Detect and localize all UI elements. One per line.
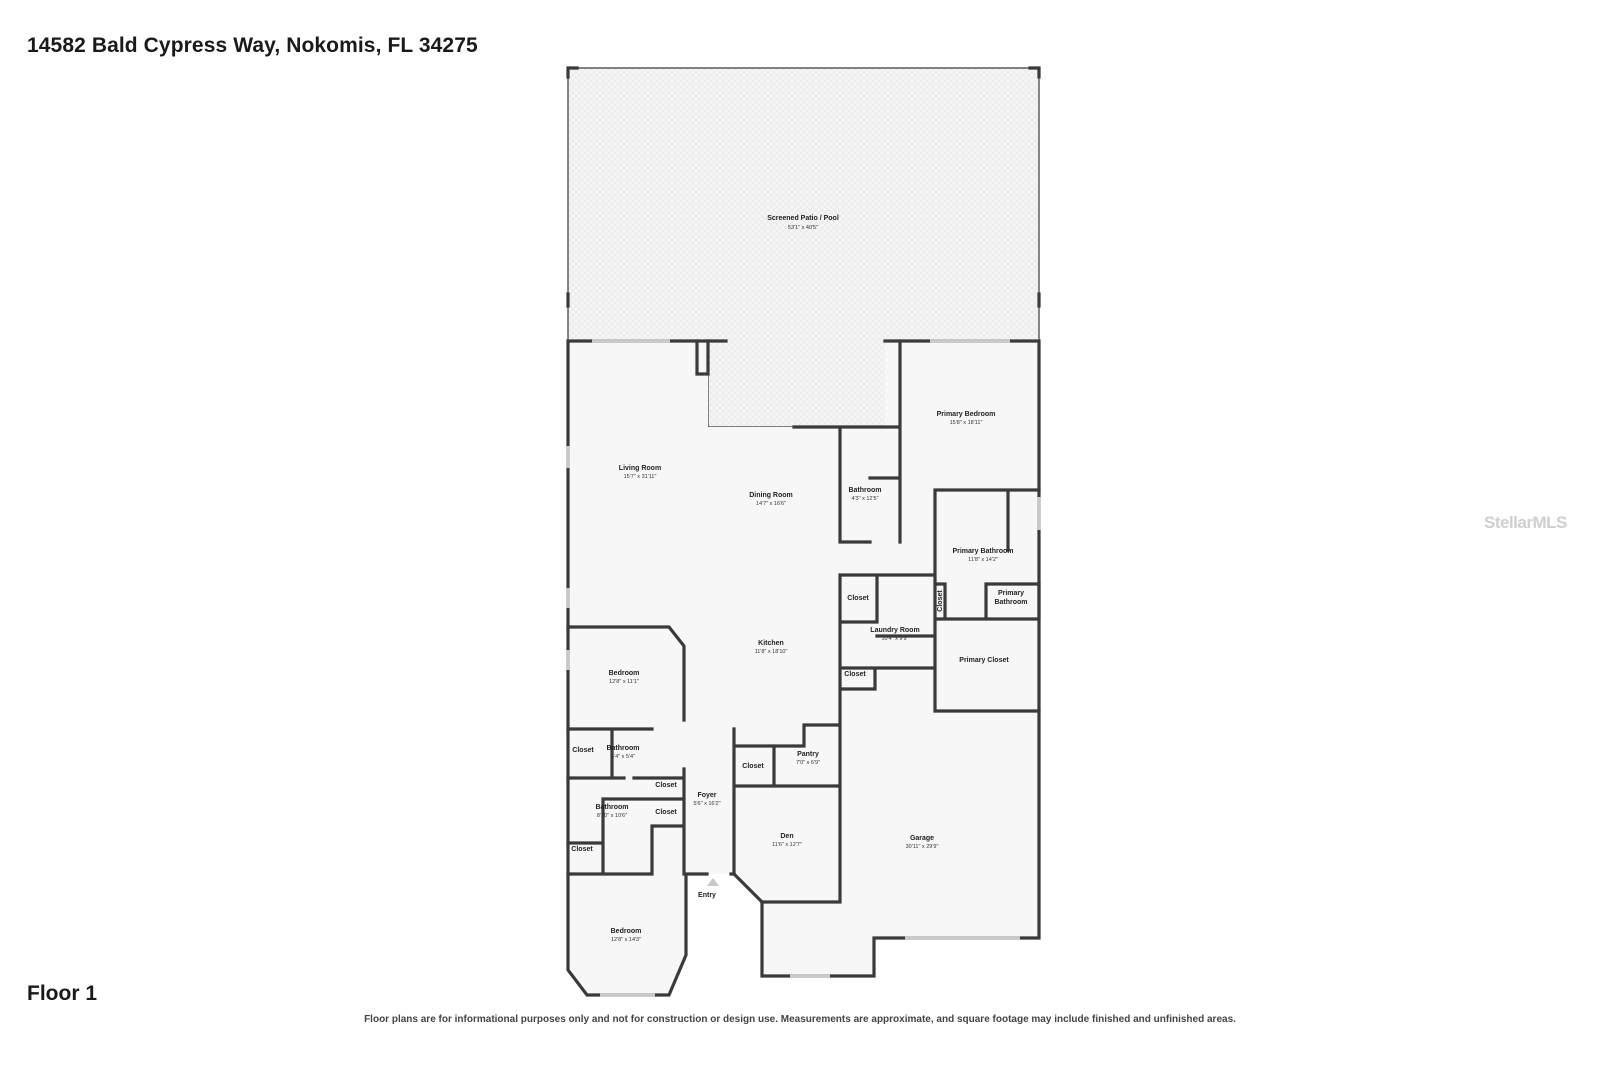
watermark-logo: StellarMLS (1484, 513, 1567, 532)
room-bed2-dims: 12'8" x 14'3" (611, 937, 641, 943)
room-bed2-name: Bedroom (611, 928, 642, 935)
room-closet-f-name: Closet (742, 763, 764, 770)
floor-label: Floor 1 (27, 982, 98, 1005)
room-closet-h2-name: Closet (655, 809, 677, 816)
room-primary-bed-dims: 15'8" x 18'11" (950, 420, 983, 426)
disclaimer-text: Floor plans are for informational purpos… (364, 1014, 1236, 1025)
room-primary-closet-name: Primary Closet (959, 657, 1009, 664)
room-bed1-name: Bedroom (609, 670, 640, 677)
interior-walls (566, 339, 1041, 904)
stair-nub (695, 339, 710, 376)
room-closet-k2-name: Closet (844, 671, 866, 678)
room-kitchen-dims: 11'8" x 18'10" (755, 649, 788, 655)
room-primary-bath2-name: Primary (998, 590, 1024, 597)
room-dining-dims: 14'7" x 16'6" (756, 501, 786, 507)
room-closet-b2-name: Closet (571, 846, 593, 853)
room-closet-pb-name: Closet (937, 590, 944, 612)
room-living-name: Living Room (619, 465, 661, 472)
room-den-name: Den (780, 833, 793, 840)
room-bath2-name: Bathroom (595, 804, 628, 811)
room-primary-bath-name: Primary Bathroom (952, 548, 1013, 555)
room-primary-bath2-name2: Bathroom (994, 599, 1027, 606)
property-address: 14582 Bald Cypress Way, Nokomis, FL 3427… (27, 34, 478, 57)
interior-floor (568, 341, 1039, 995)
room-bath-small-dims: 5'4" x 5'4" (611, 754, 635, 760)
room-bath-center-name: Bathroom (848, 487, 881, 494)
room-den-dims: 11'6" x 12'7" (772, 842, 802, 848)
room-foyer-name: Foyer (697, 792, 716, 799)
windows (566, 339, 1041, 997)
room-kitchen-name: Kitchen (758, 640, 784, 647)
room-bath-small-name: Bathroom (606, 745, 639, 752)
room-entry-name: Entry (698, 892, 716, 899)
room-laundry-dims: 10'4" x 9'9" (881, 636, 908, 642)
room-bath-center-dims: 4'3" x 12'5" (851, 496, 878, 502)
room-garage-name: Garage (910, 835, 934, 842)
room-living-dims: 15'7" x 31'11" (624, 474, 657, 480)
room-primary-bed-name: Primary Bedroom (937, 411, 996, 418)
room-laundry-name: Laundry Room (870, 627, 919, 634)
patio-corners (566, 66, 1041, 308)
room-pantry-dims: 7'0" x 6'9" (796, 760, 820, 766)
room-bath2-dims: 8'10" x 10'6" (597, 813, 627, 819)
room-closet-b1-name: Closet (572, 747, 594, 754)
room-bed1-dims: 12'8" x 11'1" (609, 679, 639, 685)
room-patio-dims: 53'1" x 40'5" (788, 225, 818, 231)
room-garage-dims: 30'11" x 29'9" (906, 844, 939, 850)
room-pantry-name: Pantry (797, 751, 819, 758)
room-patio-name: Screened Patio / Pool (767, 215, 839, 222)
room-foyer-dims: 5'6" x 16'2" (693, 801, 720, 807)
room-closet-h1-name: Closet (655, 782, 677, 789)
entry-arrow-icon (707, 878, 719, 886)
room-closet-k1-name: Closet (847, 595, 869, 602)
patio-area (568, 68, 1039, 427)
room-dining-name: Dining Room (749, 492, 793, 499)
room-primary-bath-dims: 11'8" x 14'2" (968, 557, 998, 563)
